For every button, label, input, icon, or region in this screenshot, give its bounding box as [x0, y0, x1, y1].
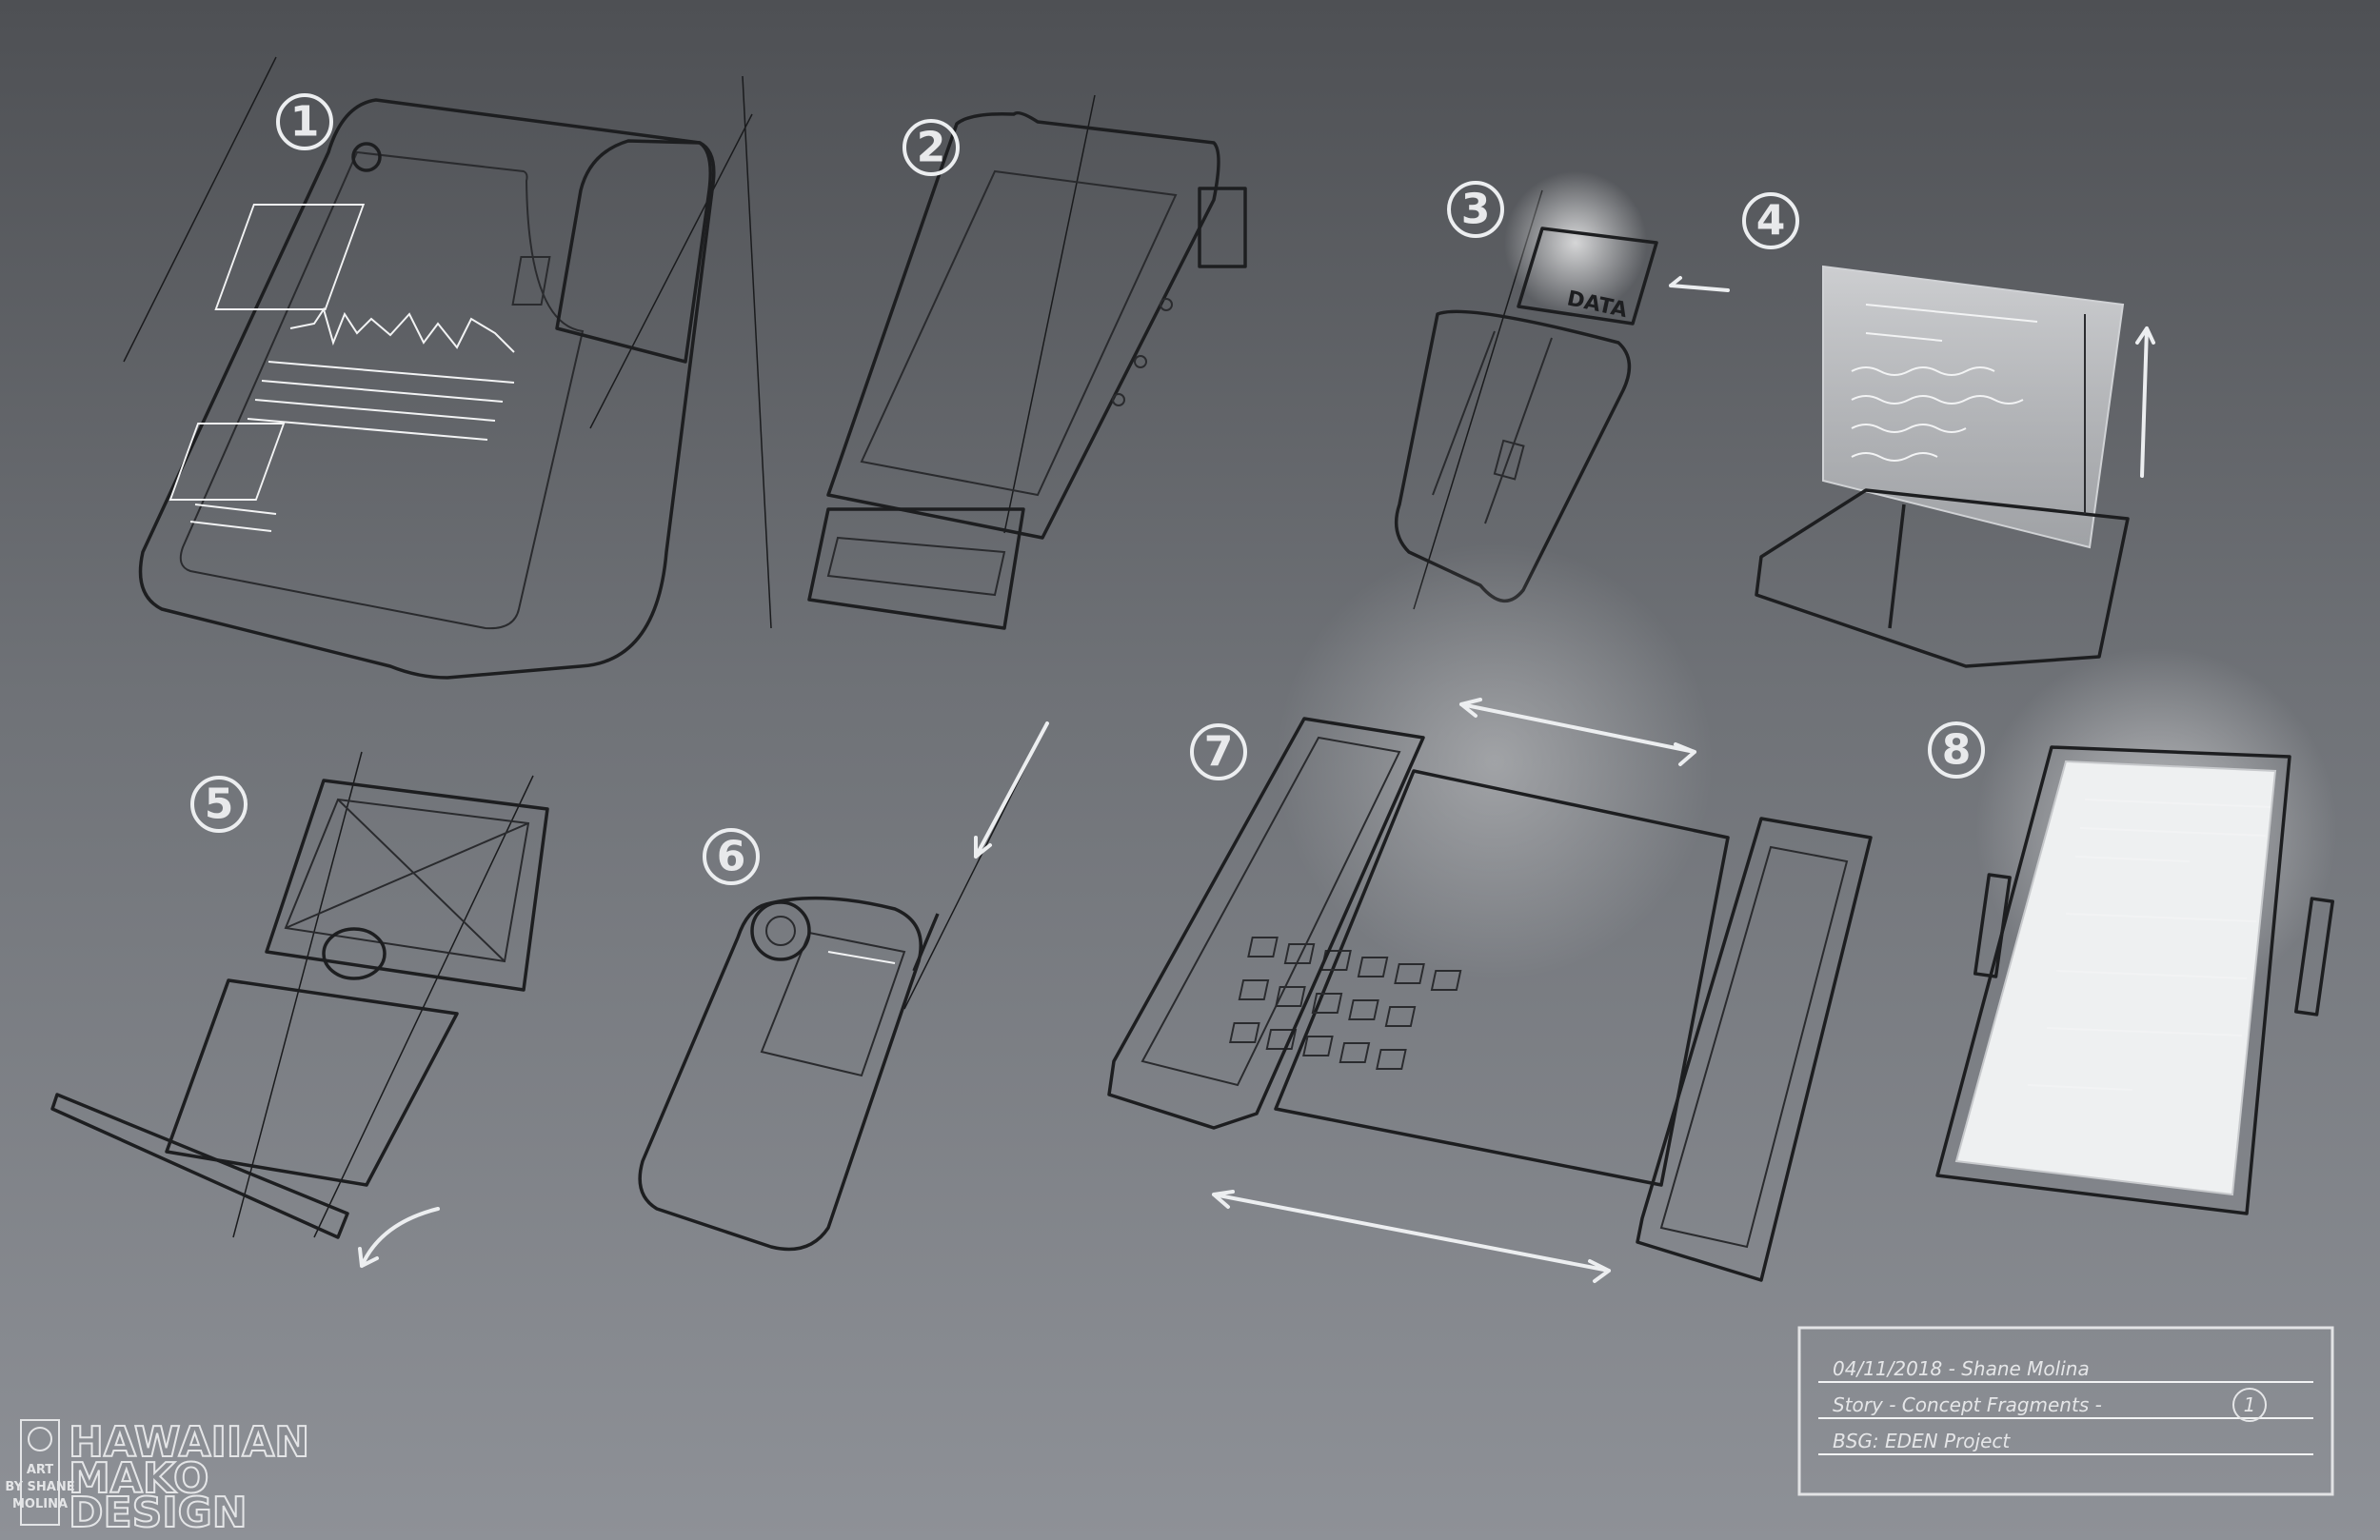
device-8-left-clip [1973, 873, 2012, 978]
device-7-right-bar [1636, 817, 1873, 1282]
device-2-phone [742, 75, 1247, 630]
logo-badge-name: MOLINA [12, 1497, 68, 1511]
label-3-text: 3 [1461, 186, 1491, 234]
label-7: 7 [1190, 723, 1247, 780]
device-8-lines [2027, 799, 2271, 1091]
title-block: 04/11/2018 - Shane Molina Story - Concep… [1797, 1326, 2334, 1496]
device-1-screen [179, 150, 585, 630]
label-6-text: 6 [717, 833, 746, 881]
device-1-tablet [123, 56, 753, 680]
label-5-text: 5 [205, 780, 234, 829]
label-1: 1 [276, 93, 333, 150]
title-block-project: BSG: EDEN Project [1833, 1430, 2011, 1452]
title-block-subject: Story - Concept Fragments - [1833, 1393, 2102, 1416]
device-8-body [1935, 745, 2291, 1215]
logo-badge-art: ART [27, 1463, 53, 1477]
device-4-holo-text [1851, 304, 2038, 462]
device-7-keyboard [1229, 937, 1462, 1070]
device-2-body [826, 110, 1220, 540]
device-5-top-screen [284, 798, 530, 963]
label-4-text: 4 [1756, 197, 1786, 246]
device-6-body [638, 896, 922, 1252]
device-7-expandable-tablet [1107, 543, 1873, 1283]
label-6: 6 [703, 828, 760, 885]
device-6-screen [760, 931, 906, 1077]
label-2: 2 [902, 119, 960, 176]
label-4: 4 [1742, 192, 1799, 249]
device-2-side-clip [1198, 187, 1247, 268]
label-7-text: 7 [1204, 728, 1234, 777]
item-labels: 1 2 3 4 5 6 7 8 [190, 93, 1985, 885]
label-1-text: 1 [290, 98, 320, 147]
device-4-hologram [1822, 265, 2125, 549]
device-6-knob [750, 900, 811, 961]
label-8: 8 [1928, 721, 1985, 779]
label-8-text: 8 [1942, 726, 1972, 775]
device-3-chip [1517, 227, 1658, 326]
logo-line-1: HAWAIIAN [69, 1418, 309, 1467]
device-8-right-clip [2294, 897, 2334, 1017]
device-6-handheld [638, 721, 1049, 1252]
device-5-lower [165, 978, 459, 1187]
device-1-holo-ui [169, 204, 515, 532]
device-4-holo-dock [1755, 265, 2155, 668]
device-7-screen [1274, 769, 1730, 1187]
device-5-flip [50, 751, 549, 1268]
logo-line-3: DESIGN [69, 1489, 248, 1537]
device-1-slider [511, 256, 551, 306]
device-1-side-module [555, 139, 712, 364]
title-block-sheet-number: 1 [2244, 1393, 2256, 1416]
device-8-slate [1935, 647, 2337, 1215]
label-2-text: 2 [917, 124, 946, 172]
label-3: 3 [1447, 181, 1504, 238]
device-5-top [265, 779, 549, 992]
device-1-body [138, 98, 716, 680]
logo-line-2: MAKO [69, 1454, 208, 1503]
device-2-screen [860, 169, 1178, 497]
device-3-data-stick: DATA [1394, 171, 1730, 610]
logo-badge-by: BY SHANE [5, 1480, 74, 1494]
device-1-camera [351, 142, 382, 172]
device-7-left-bar [1107, 717, 1425, 1130]
device-5-flap [50, 1093, 349, 1239]
title-block-date-author: 04/11/2018 - Shane Molina [1833, 1357, 2090, 1380]
device-3-body [1394, 309, 1632, 602]
studio-logo: ART BY SHANE MOLINA HAWAIIAN MAKO DESIGN [5, 1417, 310, 1538]
device-2-sled [807, 507, 1025, 630]
label-5: 5 [190, 776, 248, 833]
device-5-dpad [322, 927, 387, 980]
